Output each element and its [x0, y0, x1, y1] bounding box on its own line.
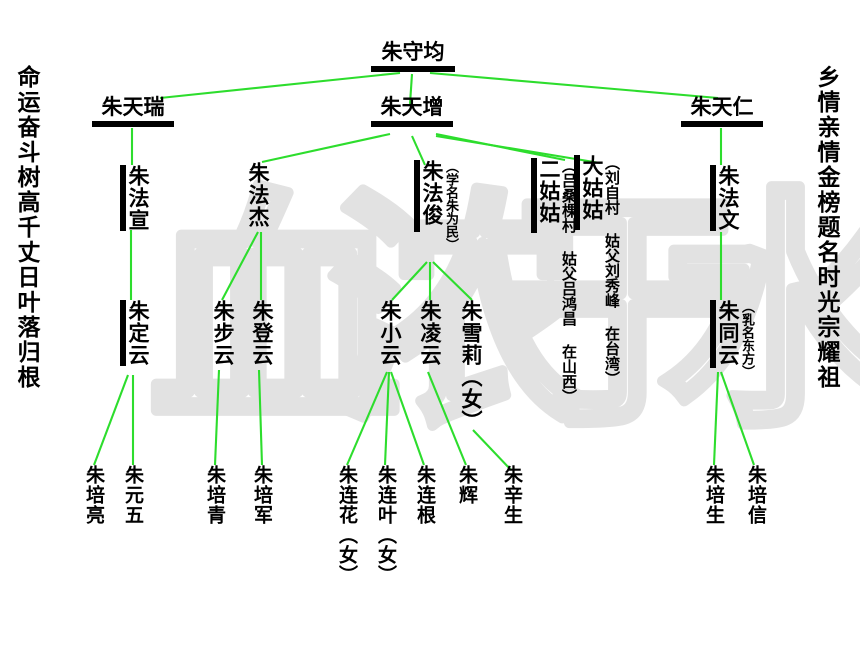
node-label: 朱雪莉（女） [459, 300, 483, 432]
node-zhu-fawen[interactable]: 朱法文 [709, 165, 740, 231]
node-zhu-dingyun[interactable]: 朱定云 [119, 300, 150, 366]
name-underline [371, 121, 453, 127]
node-label: 朱辉 [456, 465, 478, 505]
node-zhu-buyun[interactable]: 朱步云 [211, 300, 235, 366]
node-label: 朱天增 [380, 95, 444, 119]
node-zhu-dengyun[interactable]: 朱登云 [250, 300, 274, 366]
name-sidebar [120, 300, 126, 366]
node-label: 朱凌云 [418, 300, 442, 366]
node-er-gugu[interactable]: 二姑姑 （吕桑棵村 姑父吕鸿昌 在山西） [530, 158, 578, 404]
node-label: 朱连根 [414, 465, 436, 525]
node-zhu-tongyun[interactable]: 朱同云 （乳名东方） [709, 300, 755, 378]
node-label: 朱小云 [378, 300, 402, 366]
node-label: 朱登云 [250, 300, 274, 366]
node-zhu-peiliang[interactable]: 朱培亮 [83, 465, 105, 525]
node-label: 朱步云 [211, 300, 235, 366]
node-zhu-xiaoyun[interactable]: 朱小云 [378, 300, 402, 366]
node-label: 朱培青 [204, 465, 226, 525]
node-zhu-tianren[interactable]: 朱天仁 [681, 95, 763, 127]
node-label: 朱培军 [251, 465, 273, 525]
node-note: （学名朱为民） [443, 160, 458, 251]
node-label: 朱培生 [703, 465, 725, 525]
name-sidebar [710, 300, 716, 368]
node-root[interactable]: 朱守均 [371, 40, 455, 72]
name-sidebar [531, 158, 537, 233]
couplet-left: 命运奋斗树高千丈日叶落归根 [13, 65, 39, 390]
node-zhu-lianye[interactable]: 朱连叶（女） [375, 465, 397, 585]
node-label: 朱培亮 [83, 465, 105, 525]
name-sidebar [120, 165, 126, 231]
node-zhu-fajun[interactable]: 朱法俊 （学名朱为民） [413, 160, 459, 251]
node-label: 朱连花（女） [336, 465, 358, 585]
node-zhu-xueli[interactable]: 朱雪莉（女） [459, 300, 483, 432]
node-label: 朱法杰 [246, 162, 270, 228]
node-zhu-tianzeng[interactable]: 朱天增 [371, 95, 453, 127]
node-label: 朱连叶（女） [375, 465, 397, 585]
node-label: 朱定云 [126, 300, 150, 366]
name-sidebar [710, 165, 716, 231]
couplet-right: 乡情亲情金榜题名时光宗耀祖 [813, 65, 839, 390]
node-zhu-fajie[interactable]: 朱法杰 [246, 162, 270, 228]
node-zhu-faxuan[interactable]: 朱法宣 [119, 165, 150, 231]
node-zhu-lianhua[interactable]: 朱连花（女） [336, 465, 358, 585]
node-label: 大姑姑 [580, 155, 604, 221]
name-underline [681, 121, 763, 127]
node-label: 朱同云 [716, 300, 740, 366]
node-zhu-peiqing[interactable]: 朱培青 [204, 465, 226, 525]
name-sidebar [574, 155, 580, 230]
node-label: 朱培信 [745, 465, 767, 525]
node-label: 朱天仁 [690, 95, 754, 119]
node-zhu-lingyun[interactable]: 朱凌云 [418, 300, 442, 366]
node-zhu-tianrui[interactable]: 朱天瑞 [92, 95, 174, 127]
node-zhu-liangen[interactable]: 朱连根 [414, 465, 436, 525]
node-label: 朱法俊 [420, 160, 444, 226]
node-label: 朱法宣 [126, 165, 150, 231]
node-note: （刘自村 姑父刘秀峰 在台湾） [603, 155, 621, 386]
node-label: 朱元五 [122, 465, 144, 525]
node-zhu-hui[interactable]: 朱辉 [456, 465, 478, 505]
node-zhu-xinsheng[interactable]: 朱辛生 [501, 465, 523, 525]
node-label: 朱法文 [716, 165, 740, 231]
node-label: 朱辛生 [501, 465, 523, 525]
name-sidebar [414, 160, 420, 232]
node-label: 朱天瑞 [101, 95, 165, 119]
name-underline [92, 121, 174, 127]
node-zhu-peisheng[interactable]: 朱培生 [703, 465, 725, 525]
node-da-gugu[interactable]: 大姑姑 （刘自村 姑父刘秀峰 在台湾） [573, 155, 621, 386]
name-underline [371, 66, 455, 72]
node-zhu-yuanwu[interactable]: 朱元五 [122, 465, 144, 525]
node-label: 朱守均 [381, 40, 445, 64]
node-note: （吕桑棵村 姑父吕鸿昌 在山西） [560, 158, 578, 404]
node-note: （乳名东方） [739, 300, 754, 378]
node-zhu-peixin[interactable]: 朱培信 [745, 465, 767, 525]
svg-text:血: 血 [150, 168, 400, 459]
node-zhu-peijun[interactable]: 朱培军 [251, 465, 273, 525]
node-label: 二姑姑 [537, 158, 561, 224]
